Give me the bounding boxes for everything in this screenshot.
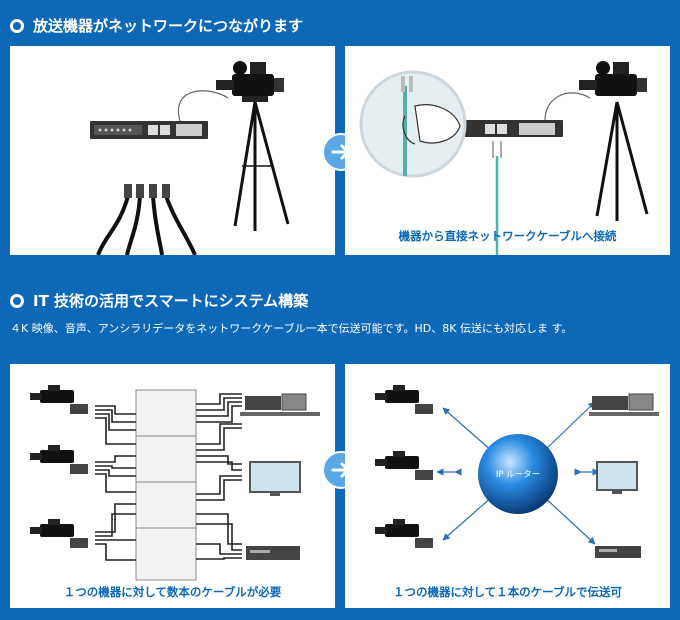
section2-header: IT 技術の活用でスマートにシステム構築 (10, 290, 308, 311)
camera-icon (30, 519, 88, 548)
connector-closeup-icon (359, 70, 467, 178)
router-label: IP ルーター (495, 470, 541, 480)
workstation-icon (240, 393, 320, 416)
camera-icon (216, 61, 284, 102)
section1-header: 放送機器がネットワークにつながります (10, 15, 303, 36)
section2-left-caption: １つの機器に対して数本のケーブルが必要 (63, 585, 282, 599)
tripod-icon (233, 101, 290, 231)
panel-ip-router: IP ルーター １つの機器に対して１本のケーブルで伝送可 (345, 364, 670, 608)
monitor-icon (596, 461, 638, 494)
section2-description: ４K 映像、音声、アンシラリデータをネットワークケーブル一本で伝送可能です。HD… (10, 322, 573, 335)
ring-bullet-icon (10, 293, 24, 308)
network-connection-illustration (359, 61, 649, 255)
many-cables-illustration (30, 385, 320, 581)
broadcast-device-icon (90, 121, 208, 139)
section1-title: 放送機器がネットワークにつながります (33, 17, 304, 35)
section1-caption: 機器から直接ネットワークケーブルへ接続 (398, 229, 617, 243)
panel-conventional-connection (10, 46, 335, 255)
section2-title: IT 技術の活用でスマートにシステム構築 (33, 292, 309, 310)
ip-router-illustration (375, 385, 659, 558)
camera-icon (30, 445, 88, 474)
recorder-icon (595, 546, 641, 558)
section2-right-caption: １つの機器に対して１本のケーブルで伝送可 (393, 585, 622, 599)
panel-network-connection: 機器から直接ネットワークケーブルへ接続 (345, 46, 670, 255)
router-rack-icon (135, 389, 197, 581)
tripod-icon (595, 101, 649, 221)
camera-icon (375, 519, 433, 548)
monitor-icon (249, 461, 301, 496)
broadcast-device-icon (453, 120, 563, 137)
workstation-icon (589, 393, 659, 416)
recorder-icon (246, 546, 300, 560)
conventional-connection-illustration (90, 61, 290, 255)
camera-icon (375, 451, 433, 480)
panel-many-cables: １つの機器に対して数本のケーブルが必要 (10, 364, 335, 608)
camera-icon (30, 385, 88, 414)
ip-router-icon (478, 434, 558, 514)
camera-icon (375, 385, 433, 414)
camera-icon (579, 61, 647, 96)
ring-bullet-icon (10, 18, 24, 33)
